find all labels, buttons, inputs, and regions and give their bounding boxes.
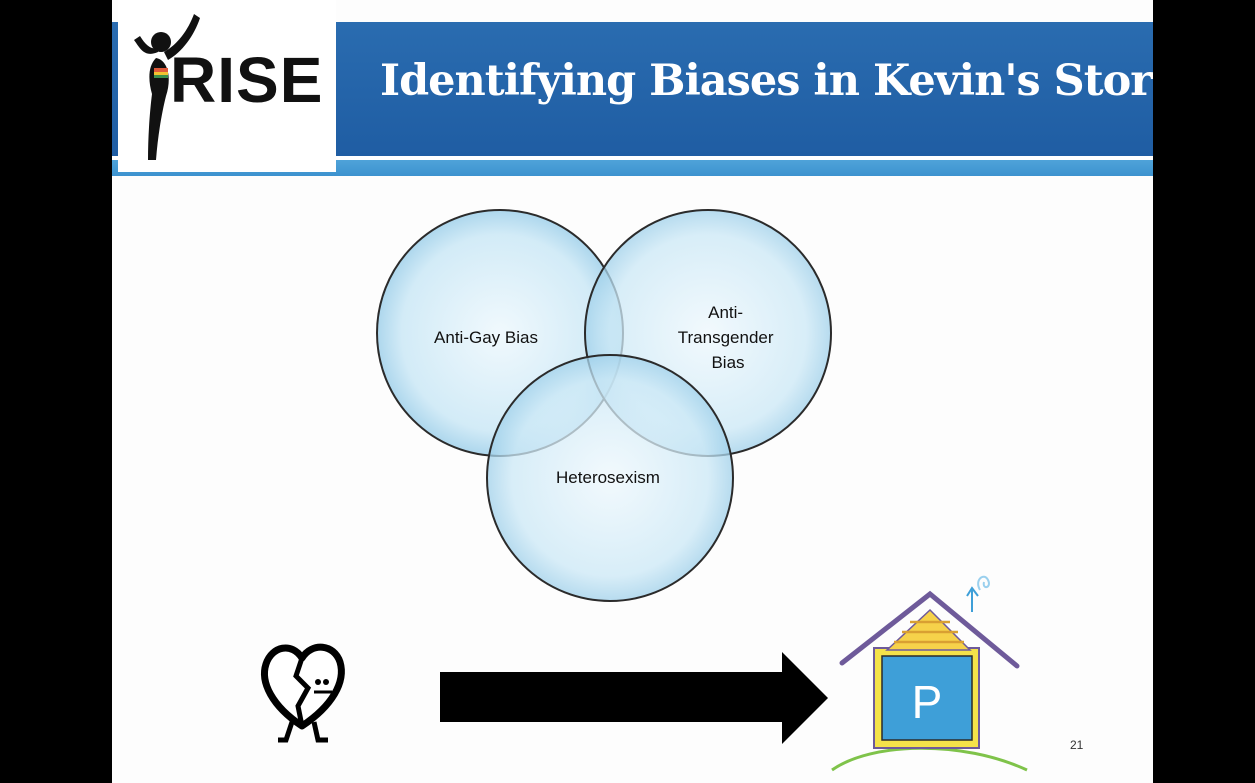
slide: RISE Identifying Biases in Kevin's Story… xyxy=(112,0,1153,783)
circle-heterosexism xyxy=(486,354,734,602)
label-anti-gay-bias: Anti-Gay Bias xyxy=(434,328,538,347)
label-heterosexism: Heterosexism xyxy=(556,468,660,487)
venn-diagram: Anti-Gay Bias Anti- Transgender Bias Het… xyxy=(261,209,1028,772)
banner-divider xyxy=(112,156,1153,160)
rise-logo: RISE xyxy=(118,0,336,172)
slide-title: Identifying Biases in Kevin's Story xyxy=(380,56,1153,106)
page-number: 21 xyxy=(1070,738,1084,752)
label-anti-transgender-bias: Anti- Transgender Bias xyxy=(678,303,779,372)
broken-heart-figure-icon xyxy=(261,643,345,743)
arrow-right-icon xyxy=(440,652,828,744)
logo-text: RISE xyxy=(170,44,324,116)
banner-stripe xyxy=(112,160,1153,176)
house-letter: P xyxy=(912,676,943,728)
house-p-icon: P xyxy=(831,575,1028,772)
rise-figure-icon xyxy=(134,14,200,160)
